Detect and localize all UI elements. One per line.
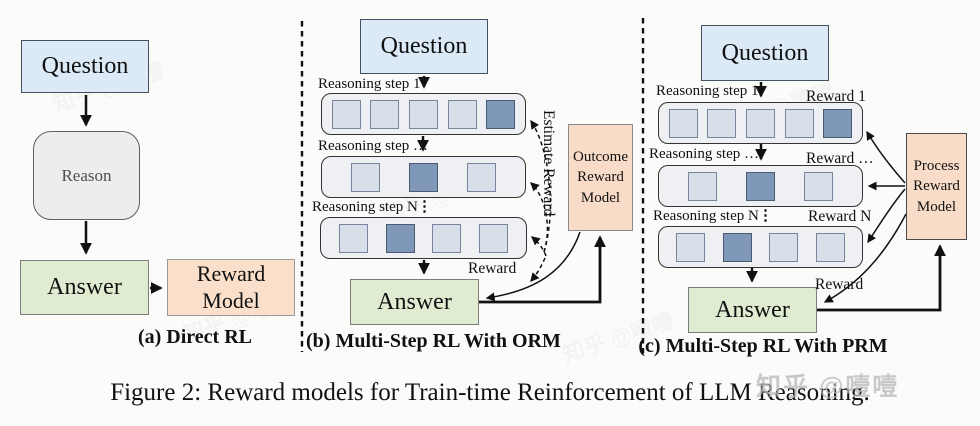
token-light [815, 232, 845, 262]
token-light [707, 108, 737, 138]
token-light [676, 232, 706, 262]
question-box-c: Question [701, 25, 829, 81]
outcome-reward-model-box: Outcome Reward Model [568, 124, 633, 231]
reward1-label-c: Reward 1 [806, 88, 866, 105]
reasoning-stepN-row-b [320, 217, 527, 259]
reasoning-step2-row-b [321, 156, 526, 198]
reasoning-stepN-label-b: Reasoning step N [312, 199, 418, 215]
reward-label-c: Reward [815, 276, 864, 293]
answer-box-a: Answer [20, 260, 149, 315]
token-light [447, 99, 477, 129]
token-light [688, 171, 717, 201]
zhihu-watermark: 知乎 @噎噎 [756, 373, 900, 401]
token-light [331, 99, 361, 129]
token-light [467, 162, 496, 192]
token-light [784, 108, 814, 138]
token-dark [722, 232, 752, 262]
dashed-estimate-reward-to-answer [530, 257, 546, 283]
token-light [745, 108, 775, 138]
answer-box-c: Answer [688, 287, 817, 333]
arrow-prm-to-stepN-reward [867, 188, 906, 244]
token-dark [409, 162, 438, 192]
reasoning-step1-row-c [658, 102, 863, 144]
dashed-estimate-reward-to-stepN [530, 236, 547, 257]
panel-c-caption: (c) Multi-Step RL With PRM [638, 335, 888, 357]
reasoning-stepN-label-c: Reasoning step N [653, 208, 759, 224]
estimate-reward-label: Estimate Reward [540, 110, 557, 217]
reasoning-step1-label-c: Reasoning step 1 [656, 83, 759, 99]
reason-box-a: Reason [33, 131, 140, 220]
answer-box-b: Answer [350, 279, 479, 325]
reward-label-b: Reward [468, 260, 517, 277]
token-dark [385, 223, 415, 253]
reasoning-step2-label-c: Reasoning step … [649, 146, 759, 162]
token-light [351, 162, 380, 192]
reasoning-step1-label-b: Reasoning step 1 [318, 76, 421, 92]
reward-model-box-a: Reward Model [167, 259, 295, 316]
token-light [338, 223, 368, 253]
panel-b-caption: (b) Multi-Step RL With ORM [306, 330, 561, 352]
token-dark [746, 171, 775, 201]
token-light [769, 232, 799, 262]
question-box-b: Question [360, 19, 488, 74]
rewardN-label-c: Reward N [808, 208, 872, 225]
vertical-ellipsis-b: ⋮ [417, 199, 432, 215]
vertical-ellipsis-c: ⋮ [758, 208, 773, 224]
token-light [804, 171, 833, 201]
reasoning-step1-row-b [321, 93, 526, 135]
token-light [479, 223, 509, 253]
token-light [370, 99, 400, 129]
question-box-a: Question [21, 40, 149, 93]
reasoning-step2-label-b: Reasoning step … [318, 138, 428, 154]
token-light [668, 108, 698, 138]
token-light [408, 99, 438, 129]
token-dark [823, 108, 853, 138]
reasoning-stepN-row-c [658, 226, 863, 268]
figure-caption: Figure 2: Reward models for Train-time R… [110, 379, 870, 406]
reward2-label-c: Reward … [806, 150, 874, 167]
token-light [432, 223, 462, 253]
panel-a-caption: (a) Direct RL [137, 326, 253, 348]
reasoning-step2-row-c [658, 165, 863, 207]
token-dark [486, 99, 516, 129]
process-reward-model-box: Process Reward Model [906, 133, 967, 240]
